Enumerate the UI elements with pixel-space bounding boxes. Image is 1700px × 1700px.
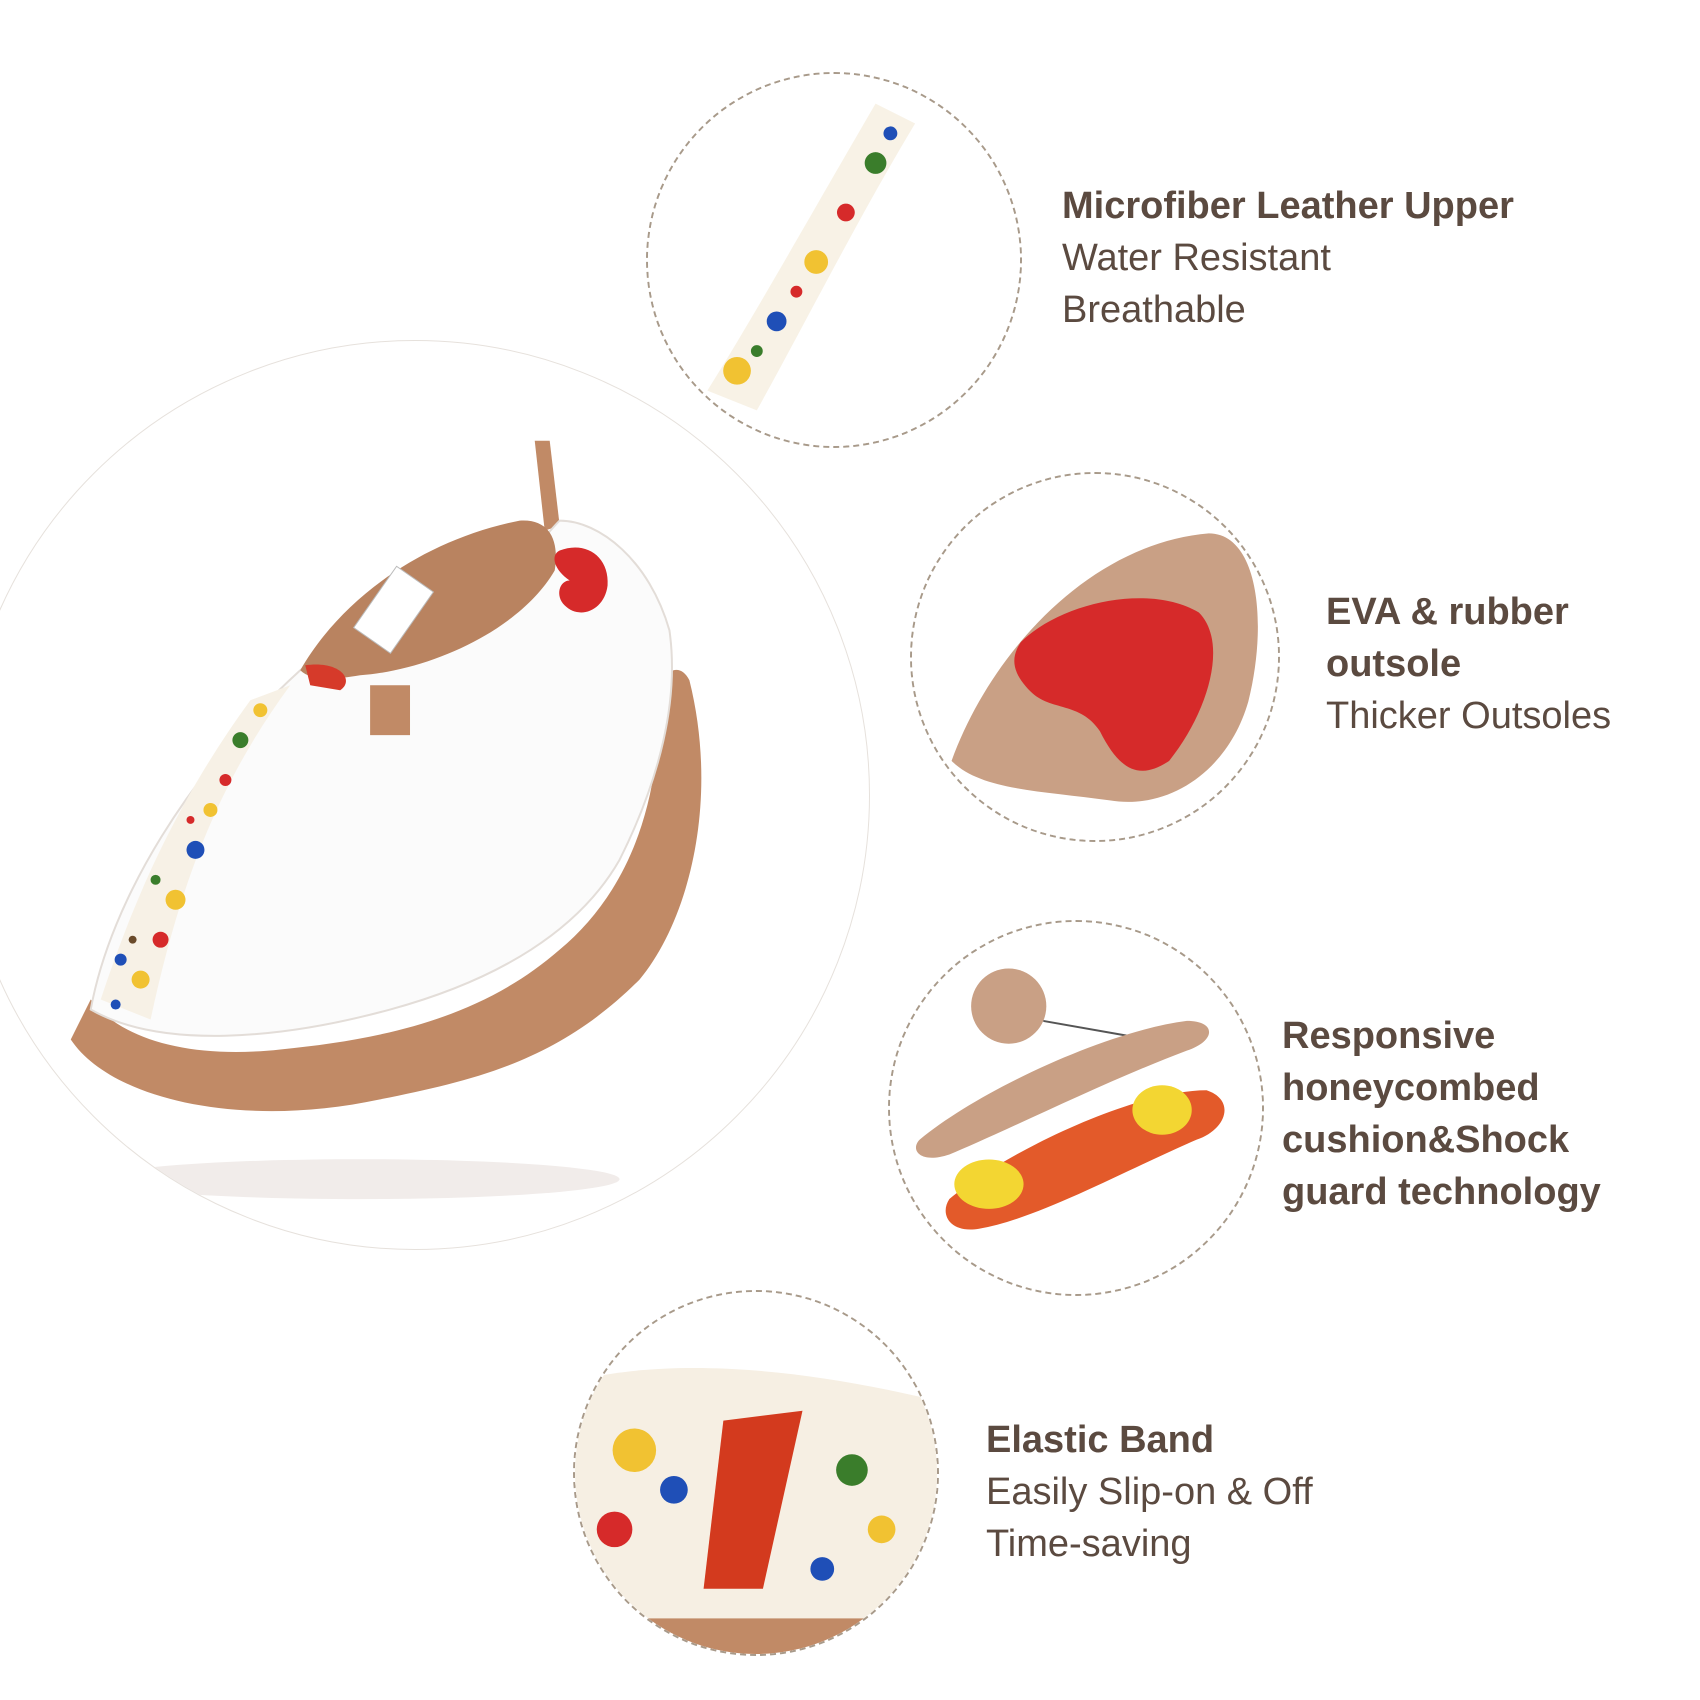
feature-outsole: EVA & rubber outsole Thicker Outsoles	[1326, 586, 1611, 742]
elastic-band-closeup-image	[575, 1292, 937, 1654]
feature-cushion: Responsive honeycombed cushion&Shock gua…	[1282, 1010, 1601, 1218]
outsole-closeup-image	[912, 474, 1278, 840]
feature-detail: Breathable	[1062, 289, 1246, 331]
feature-title: Elastic Band	[986, 1419, 1215, 1461]
feature-title: outsole	[1326, 643, 1462, 685]
upper-detail-circle	[646, 72, 1022, 448]
feature-title: cushion&Shock	[1282, 1119, 1570, 1161]
main-shoe-circle	[0, 340, 870, 1250]
feature-detail: Thicker Outsoles	[1326, 695, 1612, 737]
outsole-detail-circle	[910, 472, 1280, 842]
feature-detail: Water Resistant	[1062, 237, 1331, 279]
feature-title: honeycombed	[1282, 1067, 1540, 1109]
insole-closeup-image	[890, 922, 1262, 1294]
feature-title: Responsive	[1282, 1015, 1496, 1057]
paint-splatter	[110, 703, 268, 1010]
feature-upper: Microfiber Leather Upper Water Resistant…	[1062, 180, 1514, 336]
upper-closeup-image	[648, 74, 1020, 446]
feature-detail: Time-saving	[986, 1523, 1192, 1565]
insole-detail-circle	[888, 920, 1264, 1296]
feature-title: Microfiber Leather Upper	[1062, 185, 1514, 227]
feature-detail: Easily Slip-on & Off	[986, 1471, 1313, 1513]
feature-elastic-band: Elastic Band Easily Slip-on & Off Time-s…	[986, 1414, 1313, 1570]
elastic-band-detail-circle	[573, 1290, 939, 1656]
feature-title: EVA & rubber	[1326, 591, 1569, 633]
feature-title: guard technology	[1282, 1171, 1601, 1213]
slip-on-shoe-image	[70, 440, 702, 1200]
